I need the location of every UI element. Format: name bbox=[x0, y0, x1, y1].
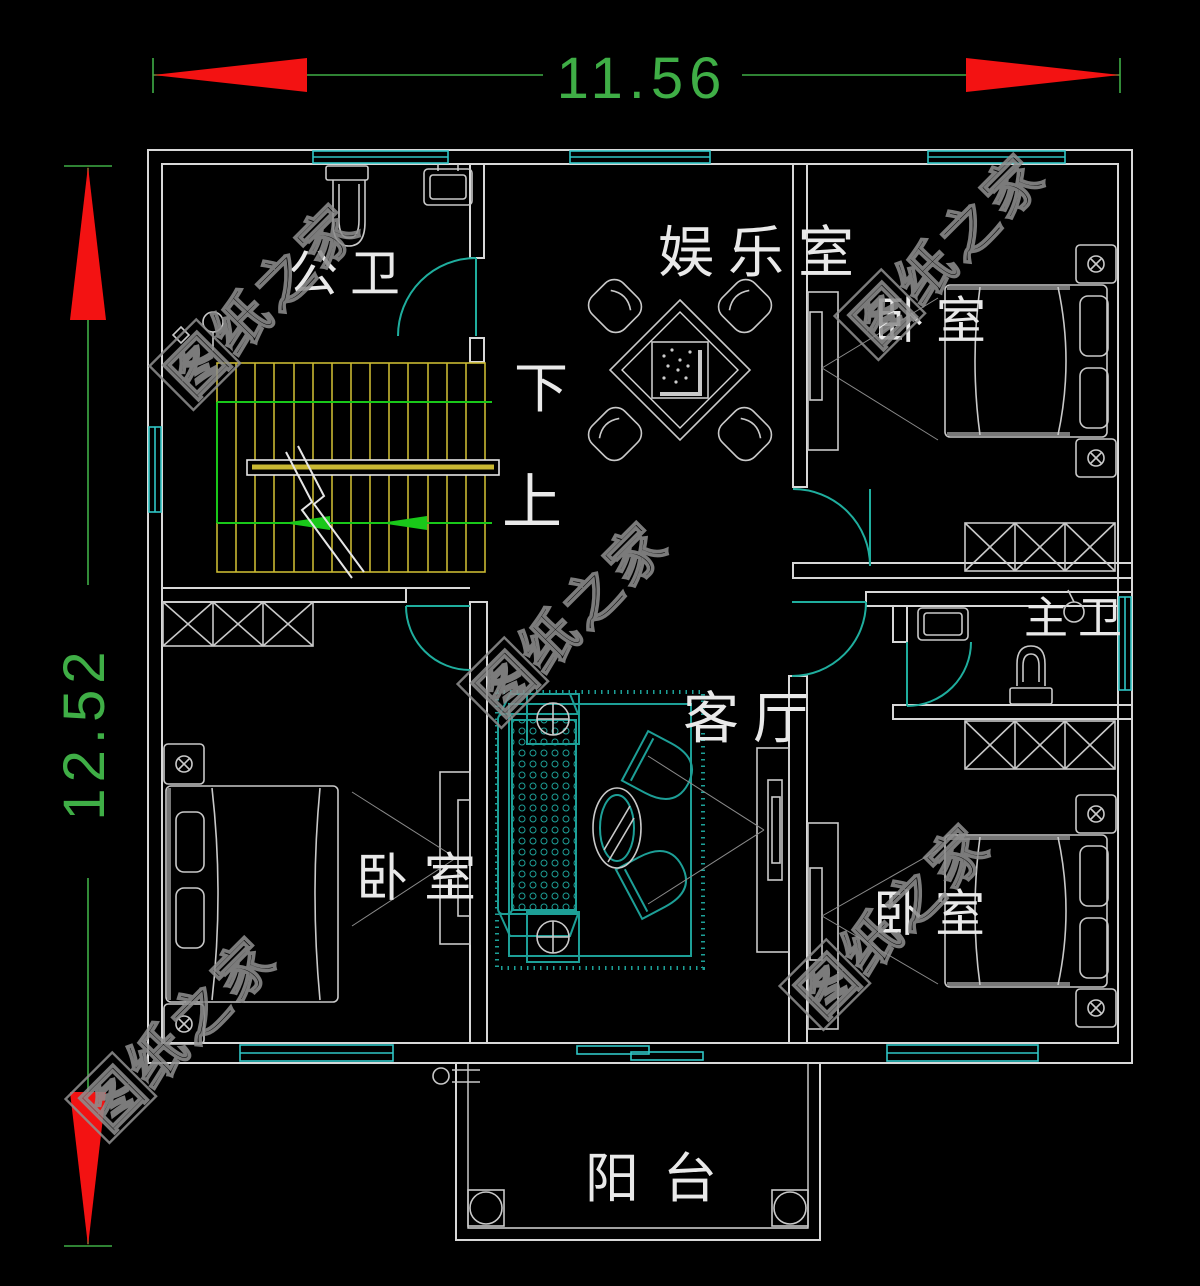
nightstand-lamp-icon bbox=[1075, 438, 1117, 478]
sliding-door-balcony bbox=[575, 1044, 705, 1062]
dim-arrow-right-icon bbox=[966, 58, 1120, 92]
dimension-height-value: 12.52 bbox=[52, 645, 117, 820]
stair-arrow-icon bbox=[380, 516, 427, 530]
public-bath-fixtures bbox=[171, 164, 473, 350]
door-bedroom-bottom-left bbox=[405, 605, 471, 671]
shower-head-icon bbox=[1063, 589, 1085, 623]
toilet-icon bbox=[1009, 645, 1053, 705]
room-labels: 娱乐室 公卫 下 上 卧室 主卫 客厅 卧室 卧室 阳台 bbox=[288, 221, 1132, 1209]
bedroom-bottom-right-furniture bbox=[807, 794, 1117, 1030]
label-balcony: 阳台 bbox=[585, 1149, 741, 1209]
door-public-bath bbox=[397, 257, 477, 337]
watermark: 图纸之家 bbox=[63, 924, 290, 1145]
table-dots bbox=[662, 348, 692, 384]
living-room-furniture bbox=[495, 690, 790, 970]
side-table-plant-bottom bbox=[526, 911, 580, 963]
label-stair-down: 下 bbox=[514, 359, 568, 419]
wardrobe-bedroom-top-right bbox=[964, 522, 1116, 572]
tv-cabinet-living bbox=[647, 747, 790, 953]
nightstand-lamp-icon bbox=[163, 1003, 205, 1045]
staircase bbox=[216, 362, 500, 579]
window-top-1 bbox=[312, 150, 449, 164]
window-bottom-left bbox=[239, 1044, 394, 1062]
watermark: 图纸之家 bbox=[455, 509, 682, 730]
balcony-column-icon bbox=[467, 1189, 505, 1227]
tv-cabinet-bedroom-bl bbox=[351, 771, 471, 945]
label-living-room: 客厅 bbox=[683, 687, 823, 750]
door-bedroom-bottom-right bbox=[791, 601, 867, 677]
stair-arrow-icon bbox=[283, 516, 330, 530]
door-mark-icon bbox=[432, 1067, 480, 1085]
master-bath-fixtures bbox=[917, 589, 1085, 705]
label-bedroom-bottom-right: 卧室 bbox=[873, 886, 997, 942]
dimension-width-value: 11.56 bbox=[557, 46, 728, 111]
label-entertainment-room: 娱乐室 bbox=[658, 221, 868, 284]
bedroom-bottom-left-furniture bbox=[163, 743, 471, 1045]
door-bedroom-top-right bbox=[792, 488, 871, 567]
side-table-plant-top bbox=[526, 693, 580, 745]
label-stair-up: 上 bbox=[502, 469, 562, 536]
sofa bbox=[497, 693, 580, 937]
label-master-bath: 主卫 bbox=[1024, 594, 1132, 643]
window-top-3 bbox=[927, 150, 1066, 164]
tv-cabinet-bedroom-br bbox=[807, 822, 939, 1030]
window-right-masterbath bbox=[1118, 596, 1132, 691]
coffee-table bbox=[592, 787, 642, 869]
tv-cabinet-bedroom-tr bbox=[807, 291, 939, 451]
label-bedroom-bottom-left: 卧室 bbox=[356, 850, 492, 908]
nightstand-lamp-icon bbox=[163, 743, 205, 785]
mahjong-chairs bbox=[587, 278, 773, 462]
balcony-column-icon bbox=[771, 1189, 809, 1227]
armchair-bottom bbox=[614, 850, 687, 921]
armchair-top bbox=[620, 729, 693, 800]
nightstand-lamp-icon bbox=[1075, 988, 1117, 1028]
mahjong-table bbox=[587, 278, 773, 462]
sink-icon bbox=[917, 607, 969, 641]
nightstand-lamp-icon bbox=[1075, 794, 1117, 834]
window-bottom-right bbox=[886, 1044, 1039, 1062]
door-master-bath bbox=[906, 641, 972, 707]
dim-arrow-up-icon bbox=[70, 166, 106, 320]
toilet-icon bbox=[325, 165, 369, 247]
balcony bbox=[432, 1063, 821, 1241]
sink-icon bbox=[423, 164, 473, 206]
floor-drain-icon bbox=[171, 325, 191, 345]
label-public-bath: 公卫 bbox=[288, 246, 412, 302]
stair-direction-lines bbox=[216, 401, 492, 530]
wardrobe-under-stairs bbox=[162, 601, 314, 647]
bedroom-top-right-furniture bbox=[807, 244, 1117, 478]
watermarks: 图纸之家 图纸之家 图纸之家 图纸之家 图纸之家 bbox=[63, 141, 1059, 1145]
nightstand-lamp-icon bbox=[1075, 244, 1117, 284]
svg-text:图纸之家: 图纸之家 bbox=[72, 924, 289, 1141]
wardrobe-bedroom-bottom-right bbox=[964, 720, 1116, 770]
doors bbox=[397, 257, 972, 707]
window-left-stairs bbox=[148, 426, 162, 513]
stair-handrail bbox=[246, 459, 500, 476]
dimension-top: 11.56 bbox=[152, 46, 1121, 111]
label-bedroom-top-right: 卧室 bbox=[874, 293, 998, 349]
window-top-2 bbox=[569, 150, 711, 164]
dim-arrow-left-icon bbox=[153, 58, 307, 92]
stair-break-line bbox=[285, 445, 365, 579]
windows bbox=[148, 150, 1132, 1062]
